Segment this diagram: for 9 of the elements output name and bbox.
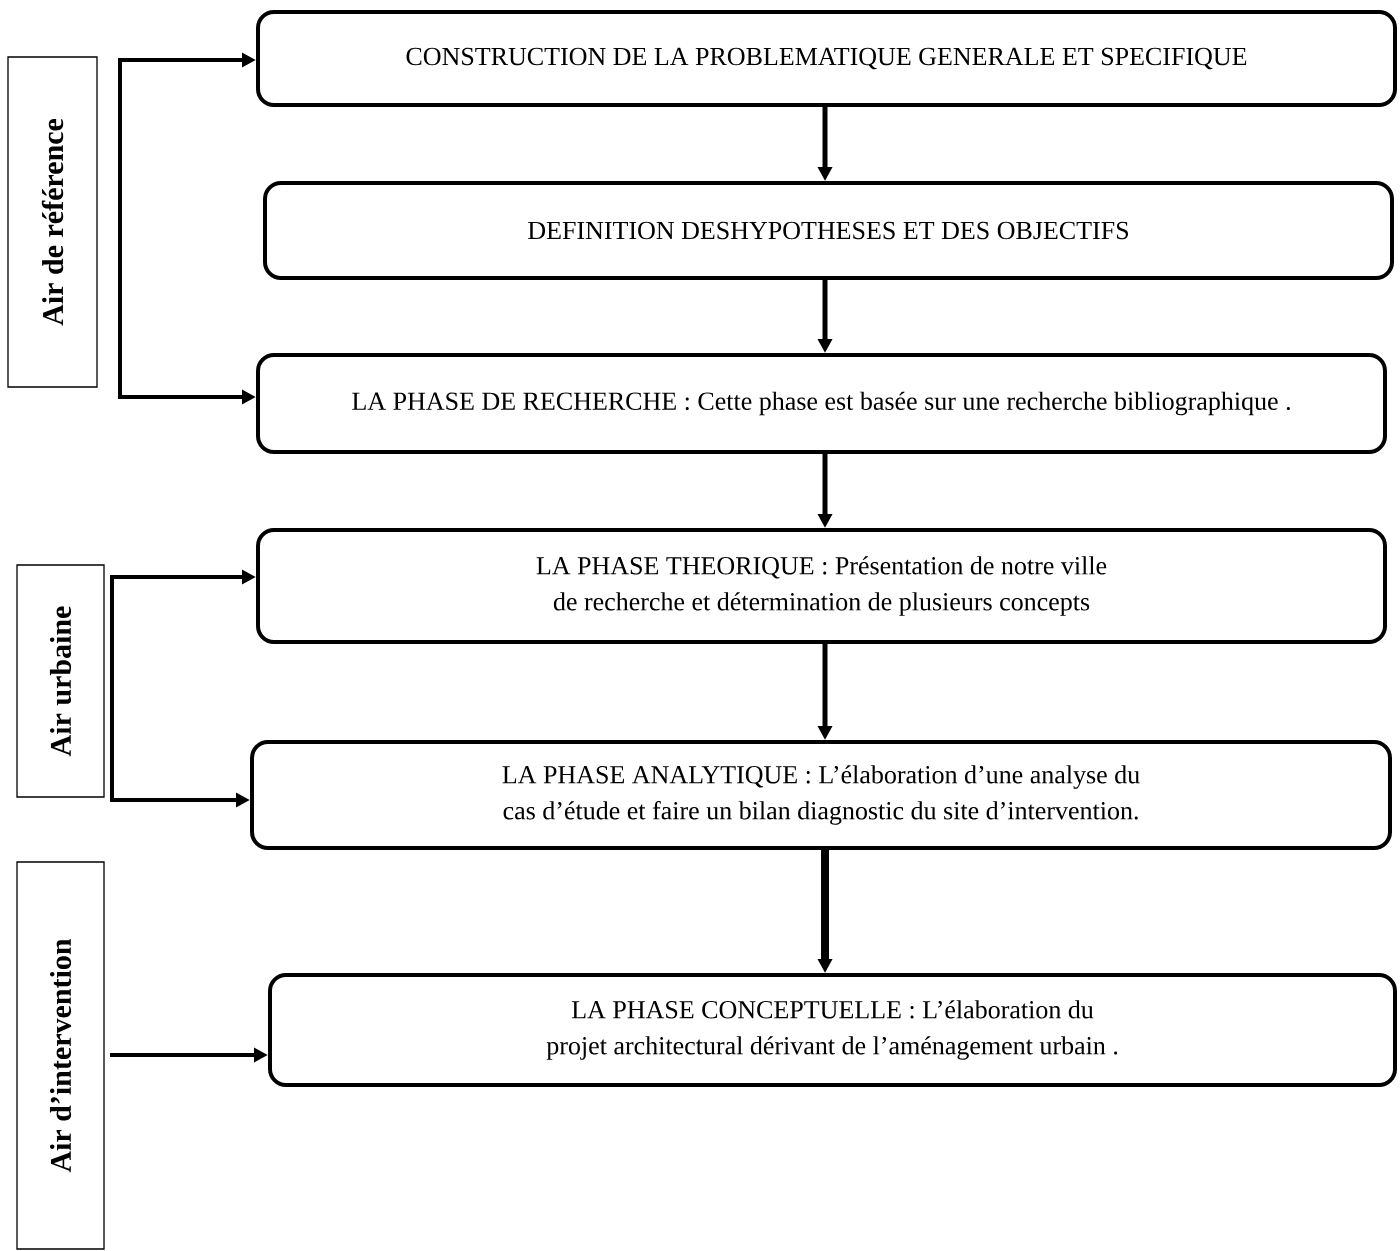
side-label-box: Air de référence [7, 56, 98, 388]
process-box: CONSTRUCTION DE LA PROBLEMATIQUE GENERALE ET SPECIFIQUE [256, 10, 1397, 107]
process-box: LA PHASE DE RECHERCHE : Cette phase est basée sur une recherche bibliographique . [256, 353, 1387, 454]
process-box: DEFINITION DESHYPOTHESES ET DES OBJECTIFS [263, 181, 1394, 280]
side-label-box: Air d’intervention [16, 861, 105, 1250]
process-box: LA PHASE ANALYTIQUE : L’élaboration d’une analyse du cas d’étude et faire un bilan diagnostic du site d’intervention. [250, 740, 1392, 850]
process-box: LA PHASE THEORIQUE : Présentation de notre ville de recherche et détermination de plusieurs concepts [256, 528, 1387, 644]
process-box: LA PHASE CONCEPTUELLE : L’élaboration du projet architectural dérivant de l’aménagement urbain . [268, 973, 1397, 1087]
side-label-box: Air urbaine [16, 564, 105, 798]
